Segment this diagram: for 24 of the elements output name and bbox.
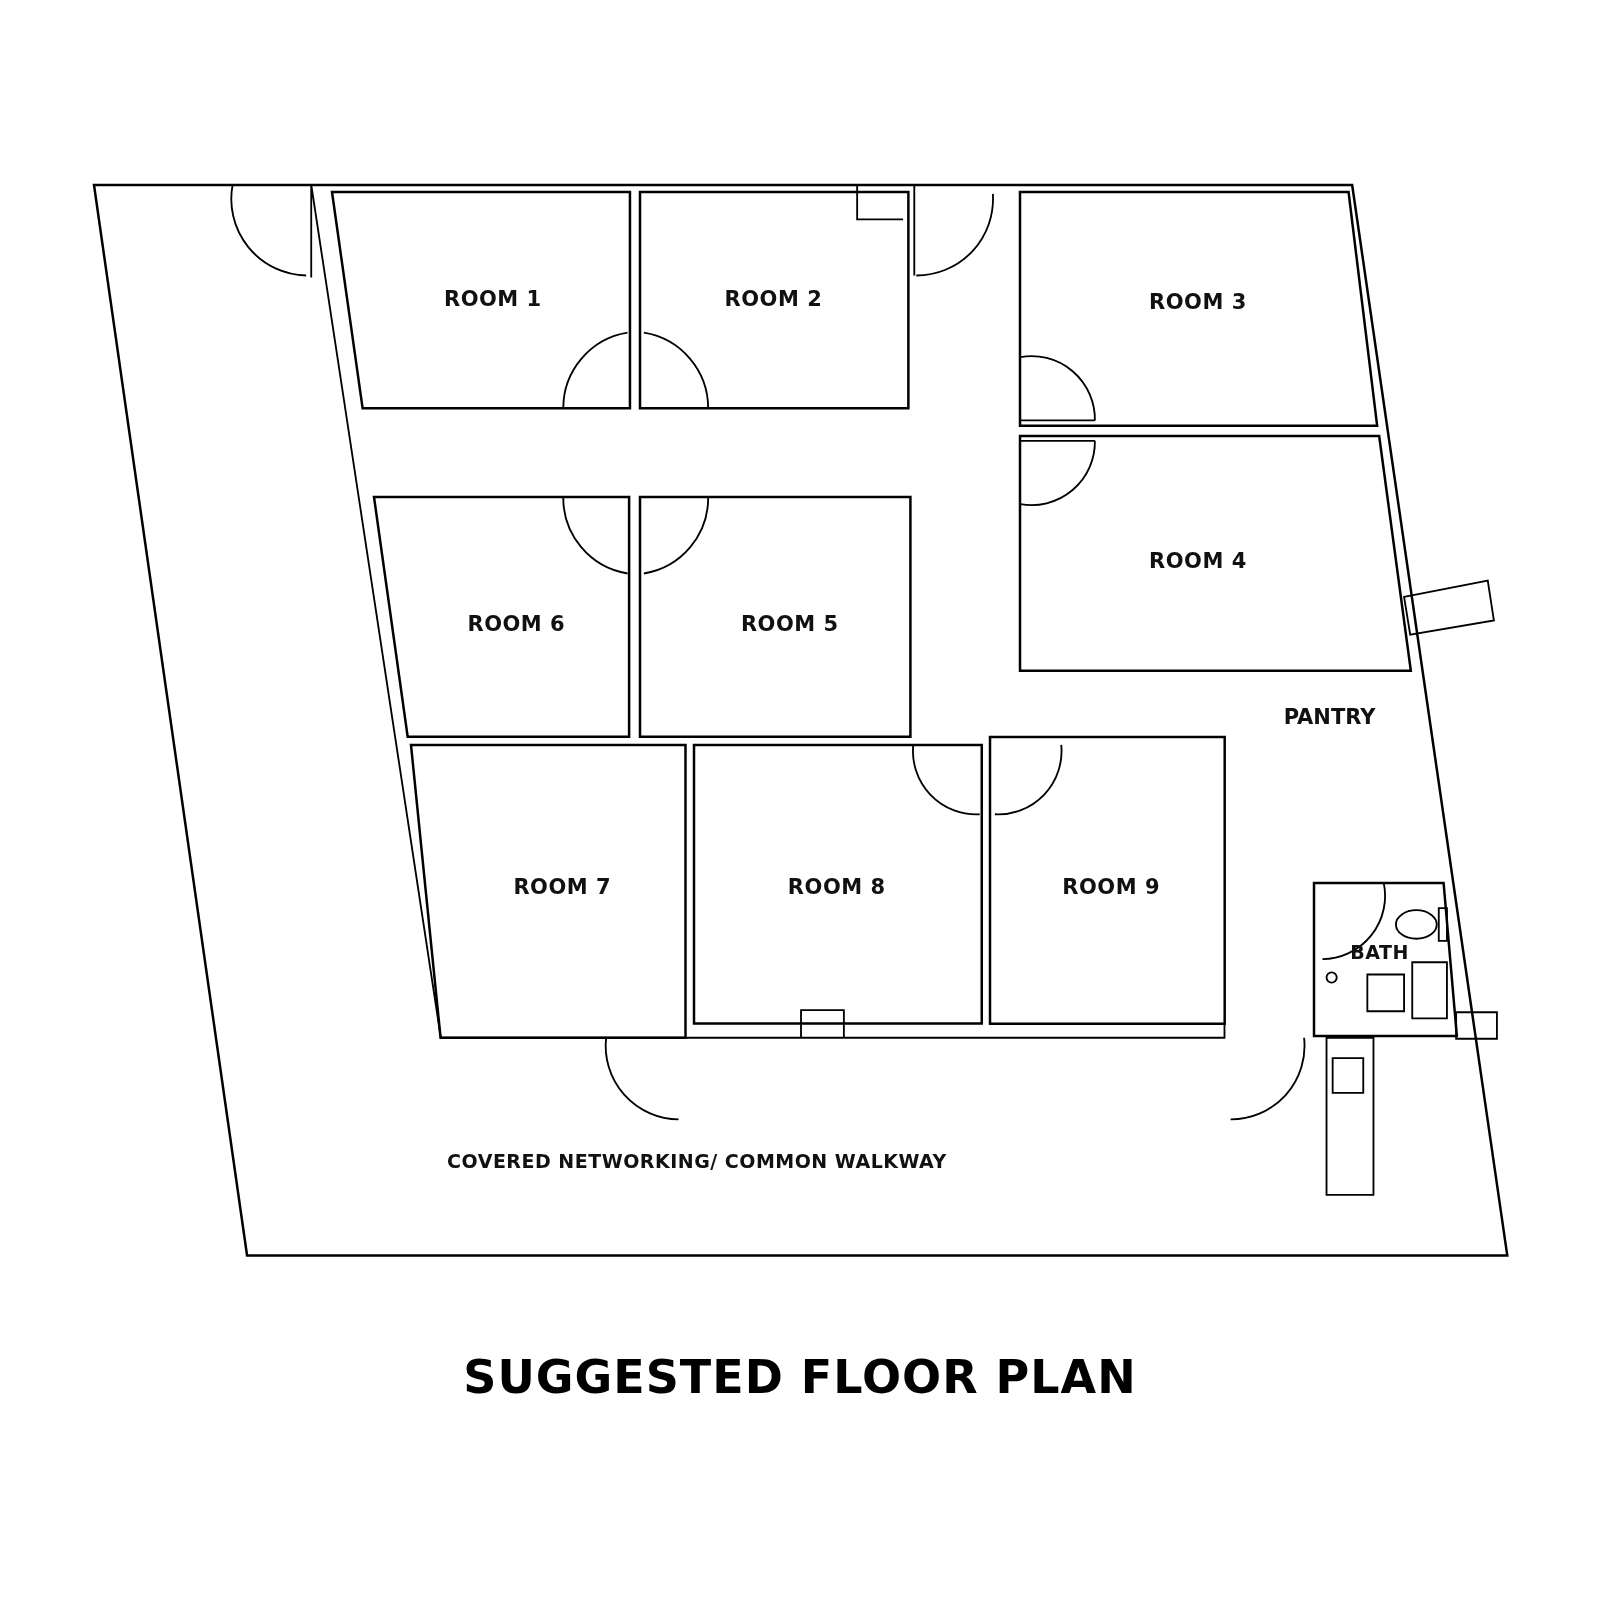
room-outline	[989, 736, 1225, 1024]
room-label: ROOM 8	[787, 874, 886, 899]
room-label: ROOM 4	[1149, 549, 1247, 574]
room-outline	[331, 191, 630, 409]
room-outline	[374, 496, 630, 737]
room-outline	[1314, 882, 1458, 1036]
room-outline	[693, 744, 982, 1024]
room-label: ROOM 9	[1062, 874, 1161, 899]
room-label: COVERED NETWORKING/ COMMON WALKWAY	[447, 1150, 947, 1173]
area-label: PANTRY	[1283, 705, 1376, 730]
room-outline	[639, 496, 911, 737]
room-label: ROOM 6	[467, 612, 566, 637]
room-label: BATH	[1350, 941, 1409, 963]
room-outline	[411, 744, 686, 1038]
room-label: ROOM 3	[1149, 290, 1247, 315]
building-outline	[93, 184, 1508, 1256]
room-outline	[639, 191, 909, 409]
room-label: ROOM 7	[513, 874, 612, 899]
room-label: ROOM 1	[444, 286, 542, 311]
room-outline	[1020, 191, 1378, 426]
room-label: ROOM 5	[740, 612, 839, 637]
room-outline	[1020, 435, 1412, 671]
room-label: ROOM 2	[724, 286, 823, 311]
plan-title: SUGGESTED FLOOR PLAN	[462, 1350, 1138, 1404]
